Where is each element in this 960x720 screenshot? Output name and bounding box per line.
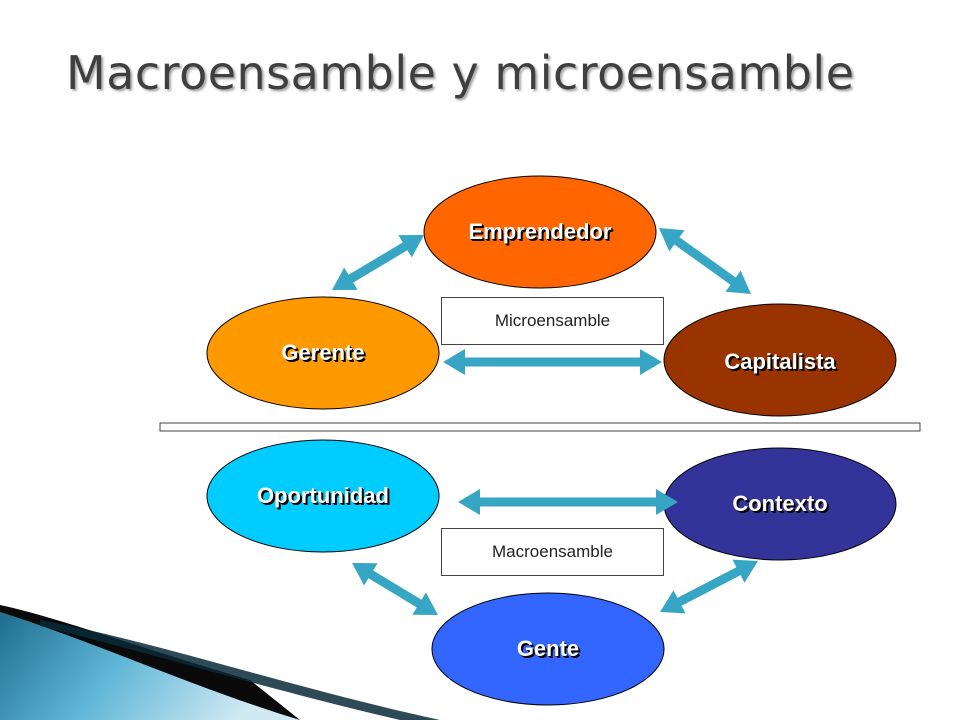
arrow-gerente-emprendedor [332, 235, 424, 290]
node-capitalista [663, 303, 897, 417]
node-gerente [206, 296, 440, 410]
node-gente [431, 592, 665, 706]
label-gerente: Gerente [281, 340, 365, 365]
label-contexto: Contexto [732, 491, 828, 516]
slide-title: Macroensamble y microensamble [66, 46, 855, 100]
label-oportunidad: Oportunidad [257, 483, 389, 508]
macroensamble-label-box: Macroensamble [441, 528, 664, 576]
microensamble-label-box: Microensamble [441, 297, 664, 345]
label-emprendedor: Emprendedor [468, 219, 612, 244]
label-capitalista: Capitalista [724, 349, 836, 374]
arrow-emprendedor-capitalista [659, 228, 751, 294]
arrow-gente-contexto [660, 559, 758, 614]
decorative-swoosh [0, 605, 440, 720]
arrow-oportunidad-contexto [458, 489, 678, 515]
node-oportunidad [206, 439, 440, 553]
node-emprendedor [423, 175, 657, 289]
label-gente: Gente [516, 636, 580, 661]
section-divider [159, 422, 921, 432]
arrow-oportunidad-gente [352, 563, 438, 615]
arrow-gerente-capitalista [443, 349, 662, 375]
